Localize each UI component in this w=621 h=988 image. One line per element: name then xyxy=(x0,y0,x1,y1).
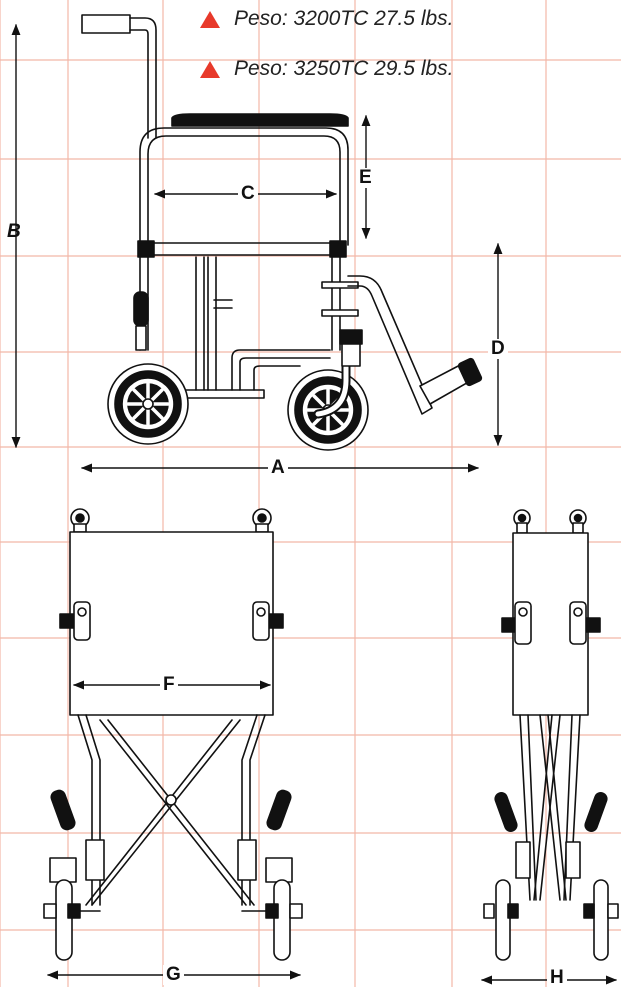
dim-label-e: E xyxy=(356,168,375,188)
spec-line: Peso: 3250TC 29.5 lbs. xyxy=(200,52,454,86)
warning-triangle-icon xyxy=(200,60,220,78)
dim-label-d: D xyxy=(488,339,508,359)
spec-label: Peso: xyxy=(234,57,288,80)
dim-label-h: H xyxy=(547,968,567,988)
dim-label-a: A xyxy=(268,458,288,478)
spec-label: Peso: xyxy=(234,7,288,30)
spec-weight: 27.5 lbs. xyxy=(374,7,454,30)
dim-label-g: G xyxy=(163,965,184,985)
side-view xyxy=(81,14,483,451)
spec-line: Peso: 3200TC 27.5 lbs. xyxy=(200,2,454,36)
spec-model: 3200TC xyxy=(293,7,369,30)
dim-label-f: F xyxy=(160,675,178,695)
warning-triangle-icon xyxy=(200,10,220,28)
dim-label-b: B xyxy=(7,221,21,242)
folded-view xyxy=(483,509,619,961)
spec-model: 3250TC xyxy=(293,57,369,80)
front-view xyxy=(43,508,303,961)
dim-label-c: C xyxy=(238,184,258,204)
spec-weight: 29.5 lbs. xyxy=(374,57,454,80)
